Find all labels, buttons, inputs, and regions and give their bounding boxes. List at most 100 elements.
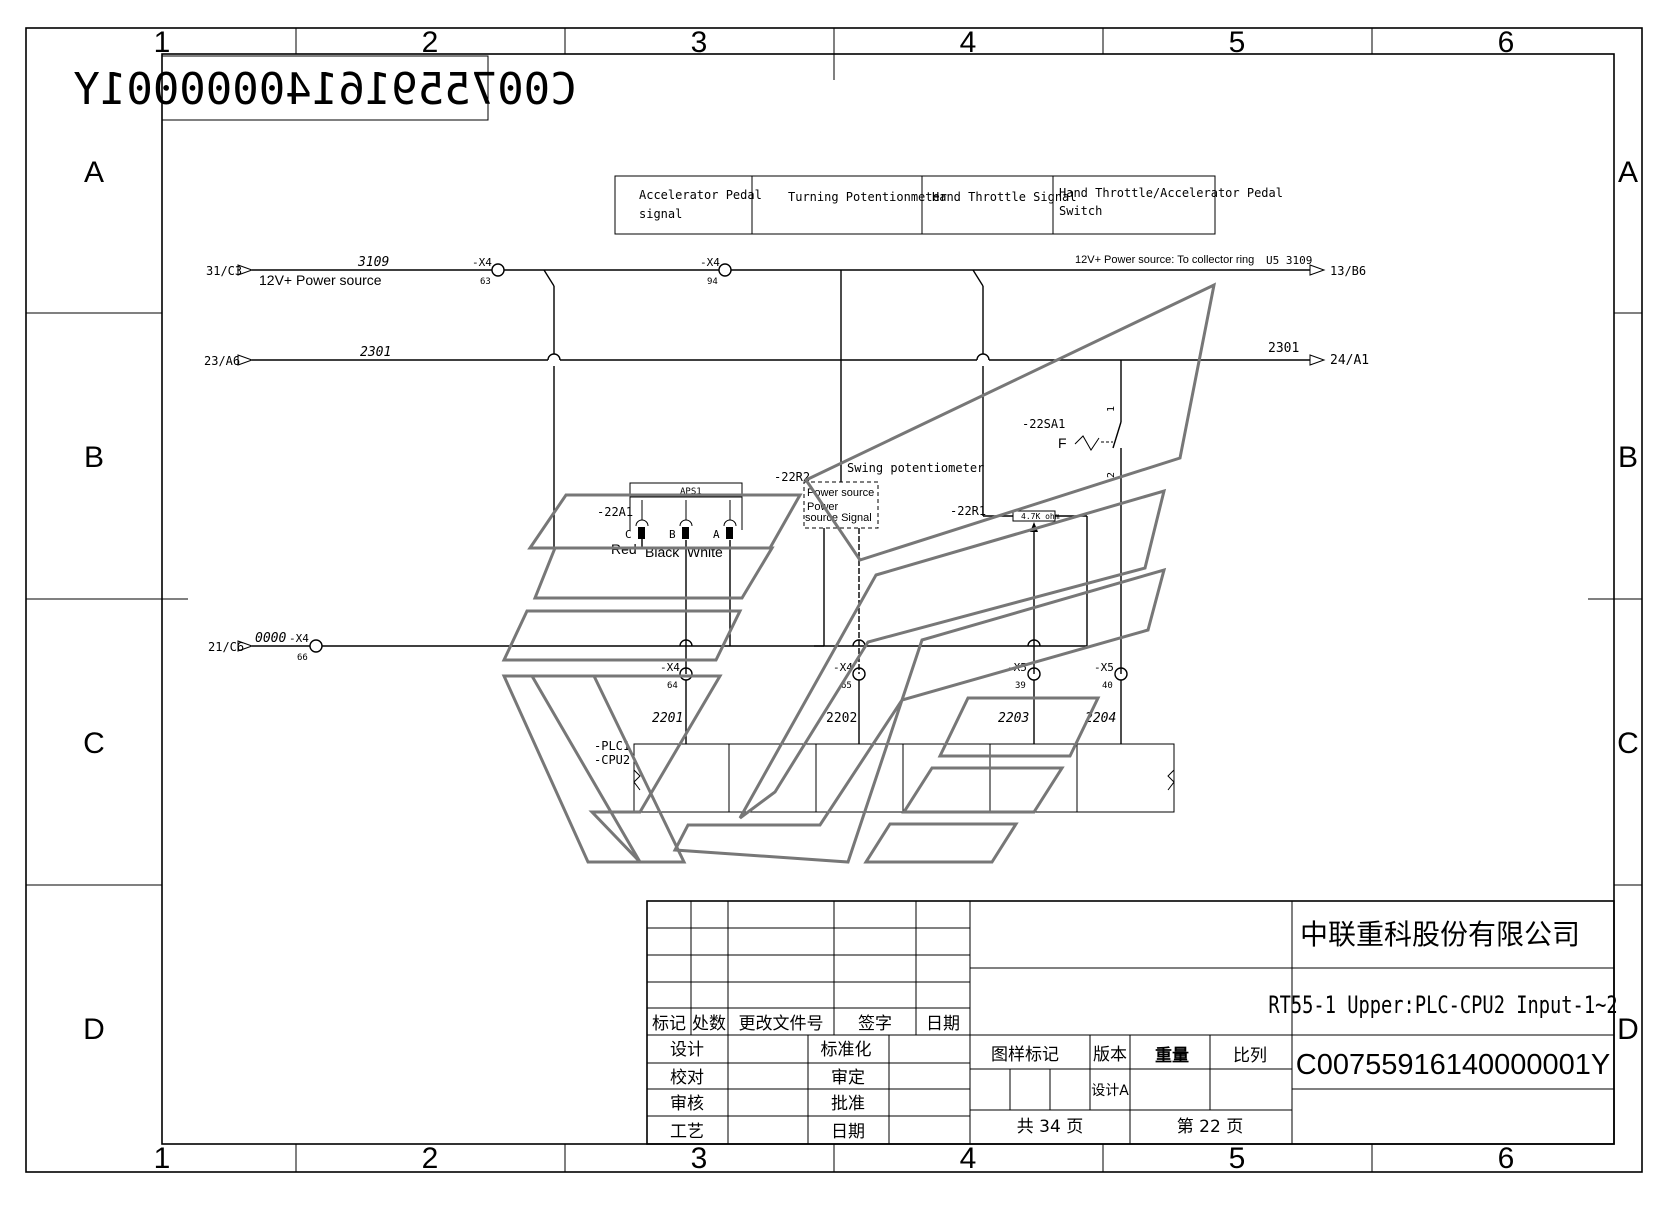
signal-dest-ref: 24/A1 bbox=[1330, 353, 1369, 368]
bt-name-1: -X4 bbox=[833, 661, 853, 674]
row-labels-left: A B C D bbox=[83, 156, 105, 1046]
col-label: 4 bbox=[960, 1142, 977, 1175]
swing-pot-label: Swing potentiometer bbox=[847, 461, 984, 475]
mirrored-code-box: C00755916140000001Y bbox=[73, 55, 577, 121]
power-line-3109: 31/C3 3109 12V+ Power source -X4 63 -X4 … bbox=[206, 254, 1366, 288]
terminal-x4-94-pin: 94 bbox=[707, 277, 718, 287]
header-turning-pot: Turning Potentionmeter bbox=[788, 190, 947, 204]
bt-wire-2: 2203 bbox=[998, 711, 1029, 726]
col-label: 1 bbox=[154, 26, 171, 59]
wire-color-black: Black bbox=[645, 544, 680, 560]
col-label: 3 bbox=[691, 26, 708, 59]
bt-name-3: -X5 bbox=[1094, 661, 1114, 674]
aps-pin-c: C bbox=[625, 528, 632, 541]
row-labels-right: A B C D bbox=[1617, 156, 1639, 1046]
background-artifact-shapes bbox=[501, 282, 1217, 864]
power-right-label: 12V+ Power source: To collector ring bbox=[1075, 254, 1254, 266]
signal-source-ref: 23/A6 bbox=[204, 354, 240, 368]
row-check: 校对 bbox=[670, 1068, 704, 1088]
switch-actuator-icon bbox=[1074, 435, 1100, 451]
power-source-ref: 31/C3 bbox=[206, 264, 242, 278]
switch-pin-top: 1 bbox=[1106, 406, 1117, 412]
row-review: 审核 bbox=[670, 1094, 704, 1114]
ground-terminal-name: -X4 bbox=[289, 632, 309, 645]
col-label: 6 bbox=[1498, 1142, 1515, 1175]
rev-header-date: 日期 bbox=[926, 1014, 960, 1034]
row-label: A bbox=[1618, 156, 1638, 189]
col-label: 4 bbox=[960, 26, 977, 59]
row-approve: 批准 bbox=[831, 1094, 865, 1114]
signal-wire-label: 2301 bbox=[360, 345, 391, 360]
col-label: 3 bbox=[691, 1142, 708, 1175]
row-design: 设计 bbox=[670, 1040, 704, 1060]
row-verify: 审定 bbox=[831, 1068, 865, 1088]
row-label: B bbox=[84, 441, 104, 474]
col-label: 5 bbox=[1229, 26, 1246, 59]
signal-line-2301: 23/A6 2301 2301 24/A1 bbox=[204, 341, 1369, 368]
wire-color-white: White bbox=[687, 544, 723, 560]
info-scale: 比列 bbox=[1233, 1046, 1267, 1066]
col-label: 6 bbox=[1498, 26, 1515, 59]
header-switch-line2: Switch bbox=[1059, 204, 1102, 218]
arrow-out-icon bbox=[1309, 354, 1326, 366]
bottom-terminals: -X4 64 -X4 65 -X5 39 -X5 40 2201 2202 22… bbox=[652, 661, 1128, 744]
terminal-icon bbox=[491, 263, 505, 277]
col-label: 1 bbox=[154, 1142, 171, 1175]
rev-header-mark: 标记 bbox=[652, 1014, 686, 1034]
a22r1-label: -22R1 bbox=[950, 504, 986, 518]
aps1-label: APS1 bbox=[680, 487, 702, 497]
power-dest-ref: 13/B6 bbox=[1330, 264, 1366, 278]
info-drawing-mark: 图样标记 bbox=[991, 1045, 1059, 1065]
header-hand-throttle: Hand Throttle Signal bbox=[932, 190, 1077, 204]
drawing-number: C00755916140000001Y bbox=[1296, 1049, 1610, 1081]
title-block: 标记 处数 更改文件号 签字 日期 设计 校对 审核 工艺 标准化 审定 批准 … bbox=[646, 900, 1618, 1145]
bt-wire-3: 2204 bbox=[1085, 711, 1116, 726]
bt-name-0: -X4 bbox=[660, 661, 680, 674]
column-labels-bottom: 1 2 3 4 5 6 bbox=[154, 1142, 1515, 1175]
ground-wire-label: 0000 bbox=[255, 631, 286, 646]
mirrored-code: C00755916140000001Y bbox=[73, 64, 576, 115]
rev-header-sign: 签字 bbox=[858, 1014, 892, 1034]
arrow-in-icon bbox=[237, 264, 254, 276]
bt-pin-3: 40 bbox=[1102, 681, 1113, 691]
power-label: 12V+ Power source bbox=[259, 272, 382, 288]
bt-pin-0: 64 bbox=[667, 681, 678, 691]
terminal-icon bbox=[718, 263, 732, 277]
row-label: C bbox=[1617, 727, 1639, 760]
info-weight: 重量 bbox=[1155, 1045, 1189, 1066]
row-standard: 标准化 bbox=[821, 1040, 872, 1060]
col-label: 2 bbox=[422, 1142, 439, 1175]
info-version: 版本 bbox=[1093, 1045, 1127, 1065]
plc-label: -PLC1 bbox=[594, 739, 630, 753]
header-boxes: Accelerator Pedal signal Turning Potenti… bbox=[614, 175, 1283, 235]
rev-header-count: 处数 bbox=[692, 1014, 726, 1034]
row-label: A bbox=[84, 156, 104, 189]
a22a1-label: -22A1 bbox=[597, 505, 633, 519]
col-label: 5 bbox=[1229, 1142, 1246, 1175]
company-name: 中联重科股份有限公司 bbox=[1300, 918, 1580, 951]
row-label: C bbox=[83, 727, 105, 760]
resistor-value: 4.7K ohm bbox=[1021, 512, 1060, 521]
aps-pin-a: A bbox=[713, 528, 720, 541]
switch-pin-bottom: 2 bbox=[1106, 472, 1117, 478]
row-label: D bbox=[83, 1013, 105, 1046]
ground-source-ref: 21/C6 bbox=[208, 640, 244, 654]
break-icon bbox=[1167, 769, 1175, 791]
cpu-label: -CPU2 bbox=[594, 753, 630, 767]
aps-pin-b: B bbox=[669, 528, 676, 541]
swing-pot-line3: source Signal bbox=[805, 512, 872, 524]
row-date: 日期 bbox=[831, 1122, 865, 1142]
a22r2-label: -22R2 bbox=[774, 470, 810, 484]
row-process: 工艺 bbox=[670, 1122, 704, 1142]
page-number: 第 22 页 bbox=[1177, 1117, 1243, 1137]
power-right-wire: U5 3109 bbox=[1266, 254, 1312, 267]
a22sa1-label: -22SA1 bbox=[1022, 417, 1065, 431]
rev-header-doc: 更改文件号 bbox=[739, 1014, 824, 1034]
header-accelerator-line1: Accelerator Pedal bbox=[639, 188, 762, 202]
column-labels-top: 1 2 3 4 5 6 bbox=[154, 26, 1515, 59]
swing-potentiometer: -22R2 Swing potentiometer Power source P… bbox=[774, 270, 984, 674]
terminal-x4-63-pin: 63 bbox=[480, 277, 491, 287]
power-wire-label: 3109 bbox=[357, 255, 389, 270]
